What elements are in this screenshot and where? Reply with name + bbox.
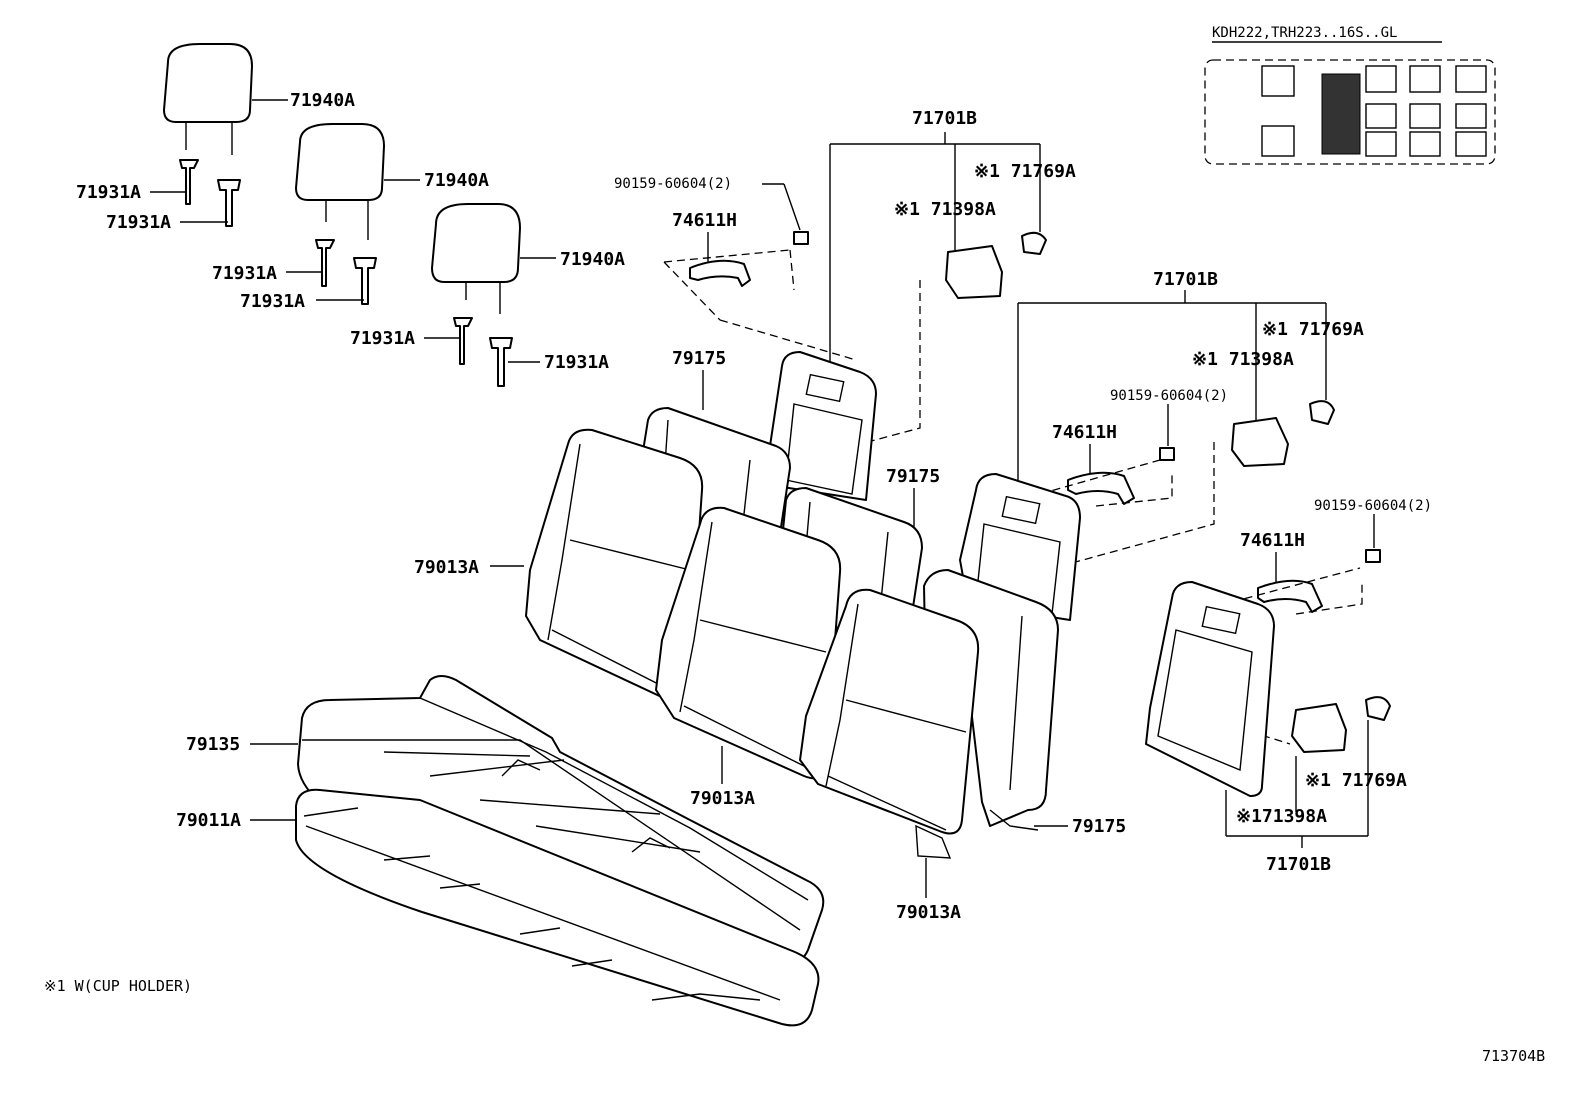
layout-seat-a	[1365, 65, 1397, 93]
screw-3	[1365, 549, 1381, 563]
diagram-id: 713704B	[1482, 1047, 1545, 1065]
label-hinge-2: ※1 71398A	[1192, 349, 1294, 370]
label-back-board-1: 79175	[672, 348, 726, 369]
layout-seat-d	[1365, 103, 1397, 129]
back-cover-3: 79013A	[799, 588, 980, 923]
grip-2	[1067, 471, 1135, 505]
holder-2	[1309, 400, 1335, 425]
label-headrest-1: 71940A	[290, 90, 355, 111]
label-back-cover-2: 79013A	[690, 788, 755, 809]
vehicle-layout-outline	[1204, 59, 1496, 165]
grip-1	[689, 259, 751, 287]
guide-3b	[489, 337, 513, 387]
headrest-1: 71940A	[163, 43, 355, 155]
back-cover-2: 79013A	[655, 506, 842, 809]
label-headrest-2: 71940A	[424, 170, 489, 191]
label-grip-3: 74611H	[1240, 530, 1305, 551]
layout-seat-f	[1455, 103, 1487, 129]
label-back-board-2: 79175	[886, 466, 940, 487]
label-holder-2: ※1 71769A	[1262, 319, 1364, 340]
label-back-cover-1: 79013A	[414, 557, 479, 578]
guide-1a	[179, 159, 199, 205]
label-screw-3: 90159-60604(2)	[1314, 498, 1432, 514]
hinge-3	[1291, 703, 1347, 753]
label-hinge-1: ※1 71398A	[894, 199, 996, 220]
label-bracket-group-1: 71701B	[912, 108, 977, 129]
guide-1b	[217, 179, 241, 227]
label-bracket-group-2: 71701B	[1153, 269, 1218, 290]
bracket-group-1: 71701B 90159-60604(2) 74611H ※1 71769A ※…	[614, 108, 1076, 461]
label-guide-2a: 71931A	[212, 263, 277, 284]
screw-2	[1159, 447, 1175, 461]
layout-seat-highlighted	[1321, 73, 1361, 155]
guide-2a	[315, 239, 335, 287]
label-grip-2: 74611H	[1052, 422, 1117, 443]
layout-seat-i	[1455, 131, 1487, 157]
label-guide-1a: 71931A	[76, 182, 141, 203]
screw-1	[793, 231, 809, 245]
label-cushion-cover: 79135	[186, 734, 240, 755]
label-guide-3a: 71931A	[350, 328, 415, 349]
label-bracket-group-3: 71701B	[1266, 854, 1331, 875]
holder-1	[1021, 231, 1047, 255]
label-holder-1: ※1 71769A	[974, 161, 1076, 182]
applicability-text: KDH222,TRH223..16S..GL	[1212, 25, 1397, 41]
guide-3a	[453, 317, 473, 365]
footnote-cup-holder: ※1 W(CUP HOLDER)	[44, 977, 192, 995]
label-hinge-3: ※171398A	[1236, 806, 1327, 827]
applicability-inset: KDH222,TRH223..16S..GL	[1204, 25, 1496, 165]
label-screw-2: 90159-60604(2)	[1110, 388, 1228, 404]
holder-3	[1365, 696, 1391, 721]
label-holder-3: ※1 71769A	[1305, 770, 1407, 791]
label-guide-3b: 71931A	[544, 352, 609, 373]
cushion: 79011A	[176, 788, 820, 1027]
label-back-cover-3: 79013A	[896, 902, 961, 923]
guide-2b	[353, 257, 377, 305]
headrest-2: 71940A	[295, 123, 489, 240]
headrest-guides: 71931A 71931A 71931A 71931A 71931A 71931…	[76, 159, 609, 387]
label-back-board-3: 79175	[1072, 816, 1126, 837]
bracket-group-3: 90159-60604(2) 74611H ※1 71769A ※171398A…	[1199, 498, 1432, 875]
layout-seat-front-left	[1261, 65, 1295, 97]
layout-seat-front-left-2	[1261, 125, 1295, 157]
layout-seat-b	[1409, 65, 1441, 93]
hinge-1	[945, 245, 1003, 299]
label-guide-2b: 71931A	[240, 291, 305, 312]
label-guide-1b: 71931A	[106, 212, 171, 233]
hinge-2	[1231, 417, 1289, 467]
layout-seat-c	[1455, 65, 1487, 93]
label-cushion: 79011A	[176, 810, 241, 831]
grip-3	[1257, 579, 1323, 613]
layout-seat-h	[1409, 131, 1441, 157]
layout-seat-e	[1409, 103, 1441, 129]
back-board-panel-3	[1145, 581, 1275, 797]
bracket-group-2: 71701B ※1 71769A ※1 71398A 90159-60604(2…	[1009, 269, 1364, 581]
label-headrest-3: 71940A	[560, 249, 625, 270]
headrest-3: 71940A	[431, 203, 625, 314]
layout-seat-g	[1365, 131, 1397, 157]
label-screw-1: 90159-60604(2)	[614, 176, 732, 192]
label-grip-1: 74611H	[672, 210, 737, 231]
